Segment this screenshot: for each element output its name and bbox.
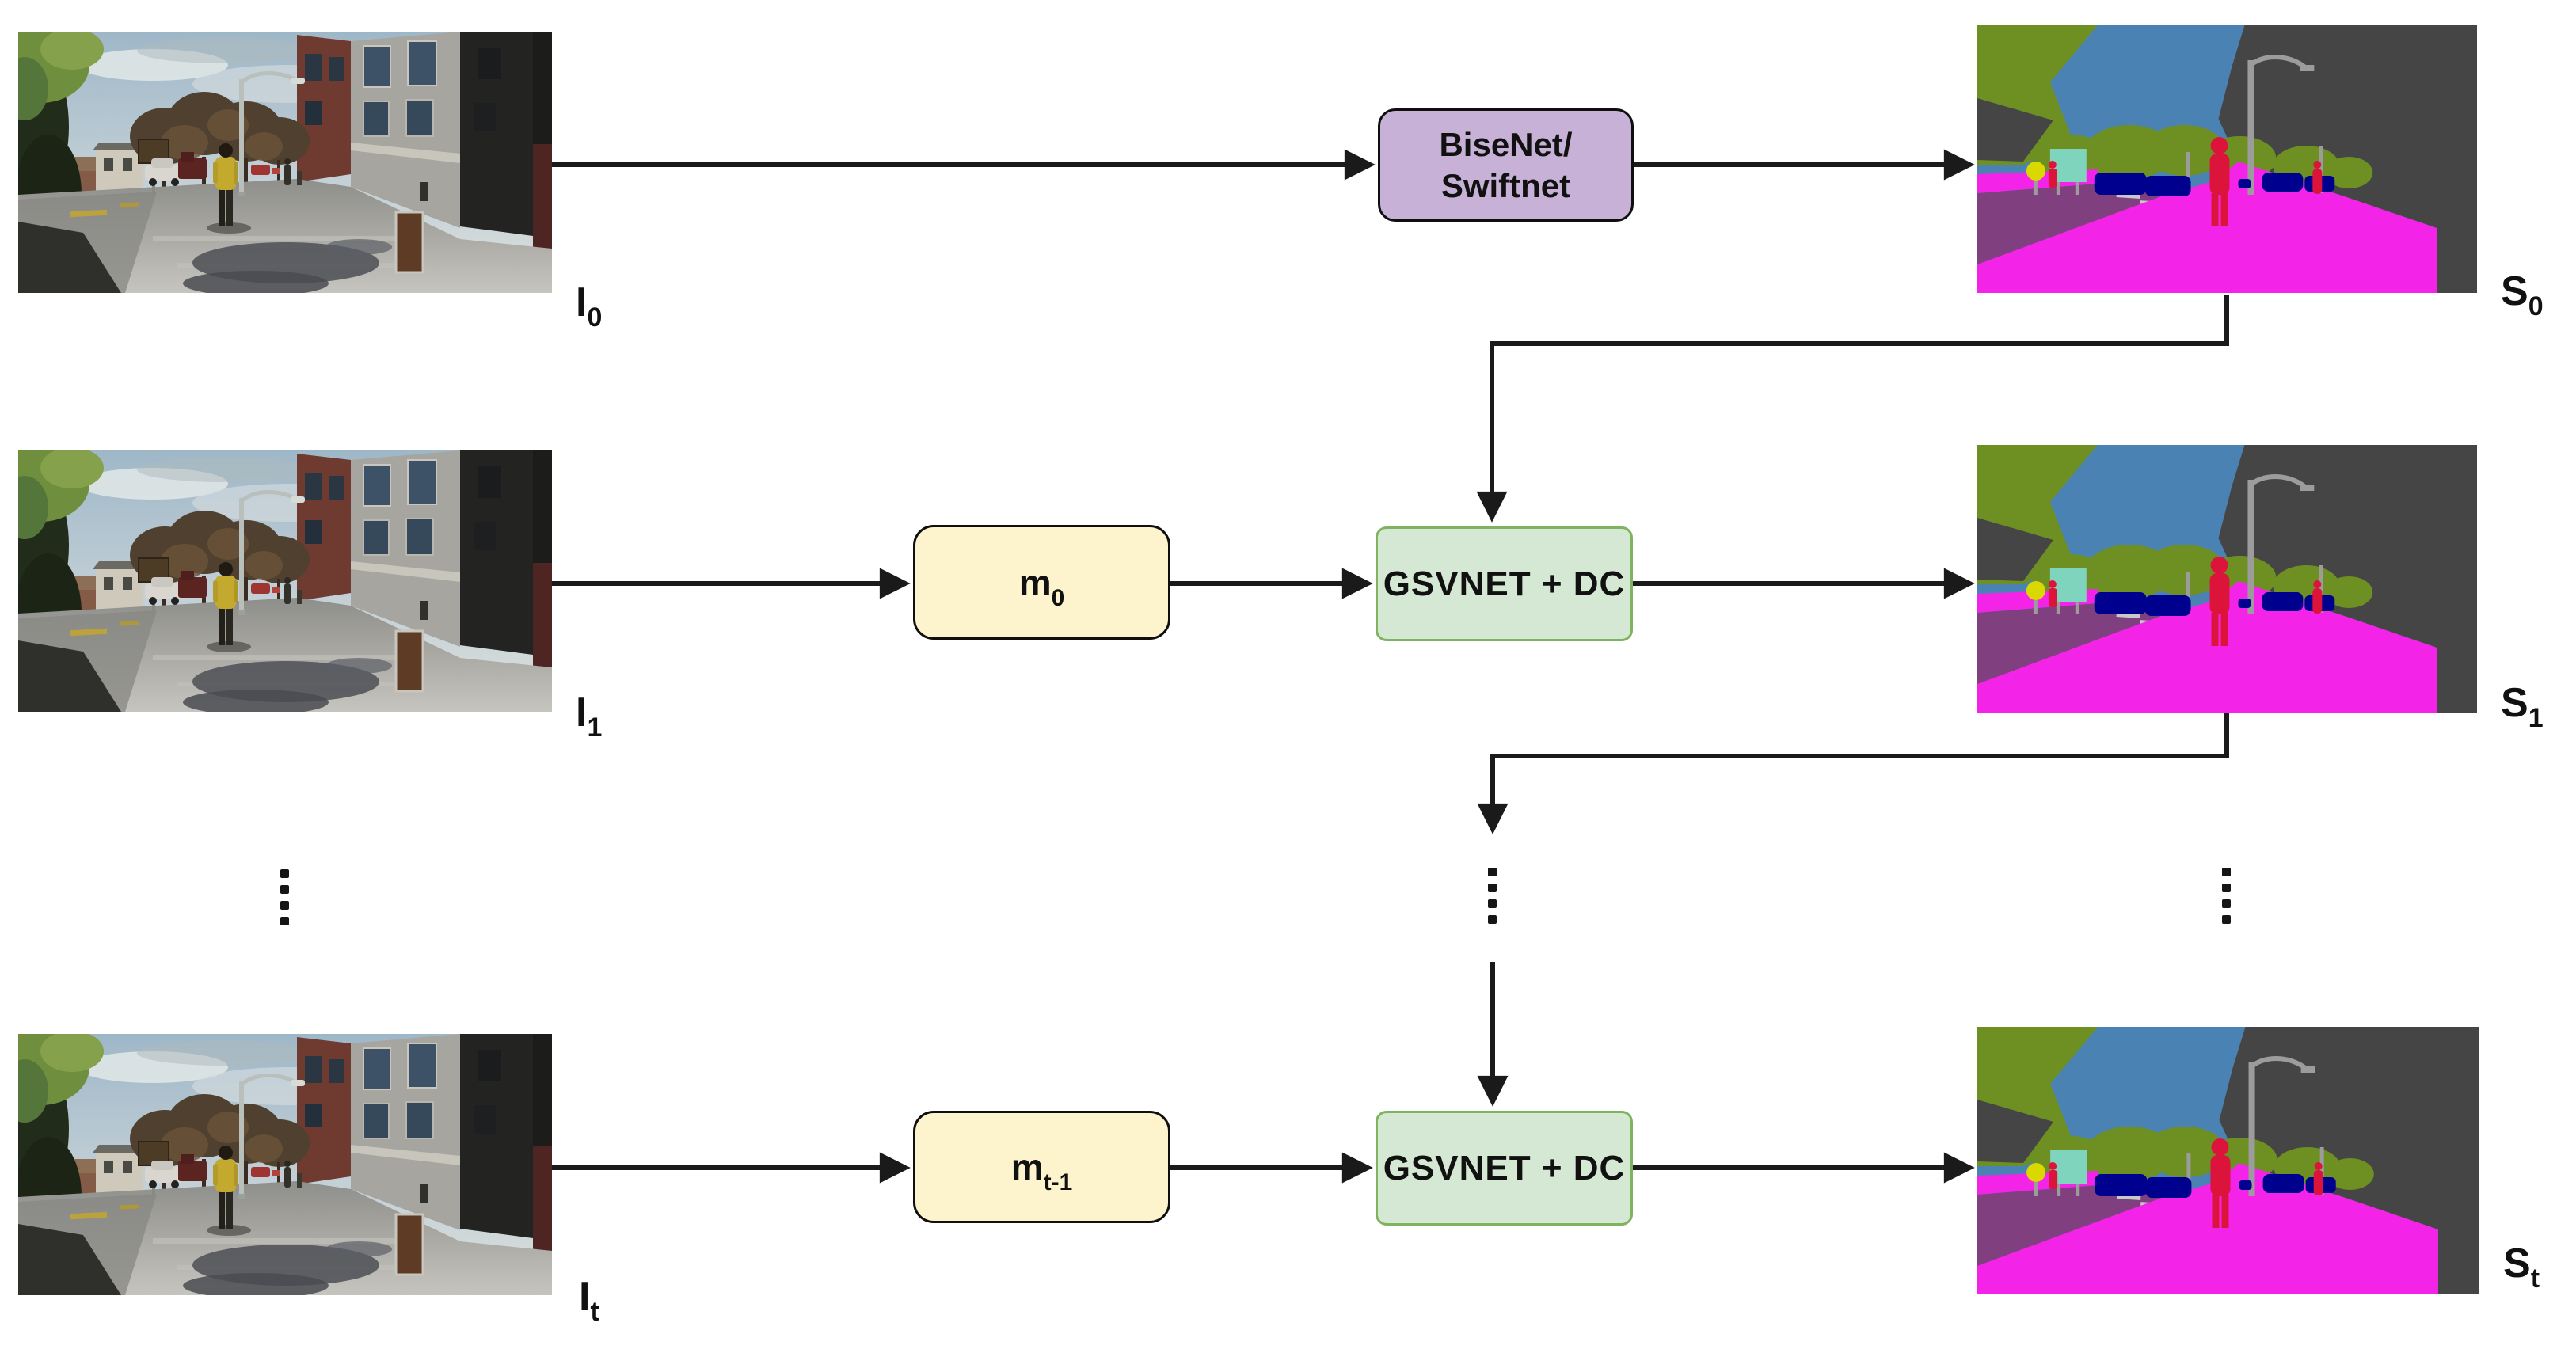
label-i1: I1 xyxy=(576,690,603,743)
motion-box-mt1: mt-1 xyxy=(913,1111,1170,1223)
segmentation-illustration xyxy=(1977,445,2477,713)
input-frame-i1 xyxy=(18,450,552,712)
label-i0: I0 xyxy=(576,279,603,333)
street-photo-illustration xyxy=(18,32,552,293)
label-s0: S0 xyxy=(2501,268,2544,321)
m0-label-sub: 0 xyxy=(1051,584,1065,611)
ellipsis-dots-middle xyxy=(1488,868,1497,924)
ellipsis-dots-left xyxy=(280,869,289,925)
bisenet-label-line2: Swiftnet xyxy=(1440,166,1571,204)
mt1-label-sub: t-1 xyxy=(1043,1169,1073,1195)
m0-label: m xyxy=(1018,561,1052,603)
gsvnet-label-2: GSVNET + DC xyxy=(1383,1148,1626,1188)
output-seg-s1 xyxy=(1977,445,2477,713)
arrow-s1-down-feedback xyxy=(1477,713,2229,834)
ellipsis-dots-right xyxy=(2222,868,2231,924)
gsvnet-dc-box-1: GSVNET + DC xyxy=(1376,526,1633,641)
segmentation-illustration xyxy=(1977,1027,2479,1294)
street-photo-illustration xyxy=(18,450,552,712)
gsvnet-dc-box-2: GSVNET + DC xyxy=(1376,1111,1633,1226)
input-frame-it xyxy=(18,1034,552,1295)
street-photo-illustration xyxy=(18,1034,552,1295)
label-s1: S1 xyxy=(2501,680,2544,733)
input-frame-i0 xyxy=(18,32,552,293)
bisenet-label-line1: BiseNet/ xyxy=(1439,126,1573,164)
gsvnet-label-1: GSVNET + DC xyxy=(1383,564,1626,603)
motion-box-m0: m0 xyxy=(913,525,1170,640)
segmentation-illustration xyxy=(1977,25,2477,293)
bisenet-swiftnet-box: BiseNet/ Swiftnet xyxy=(1378,108,1634,222)
output-seg-st xyxy=(1977,1027,2479,1294)
label-it: It xyxy=(579,1274,599,1327)
label-st: St xyxy=(2503,1241,2540,1294)
output-seg-s0 xyxy=(1977,25,2477,293)
mt1-label: m xyxy=(1010,1146,1044,1188)
